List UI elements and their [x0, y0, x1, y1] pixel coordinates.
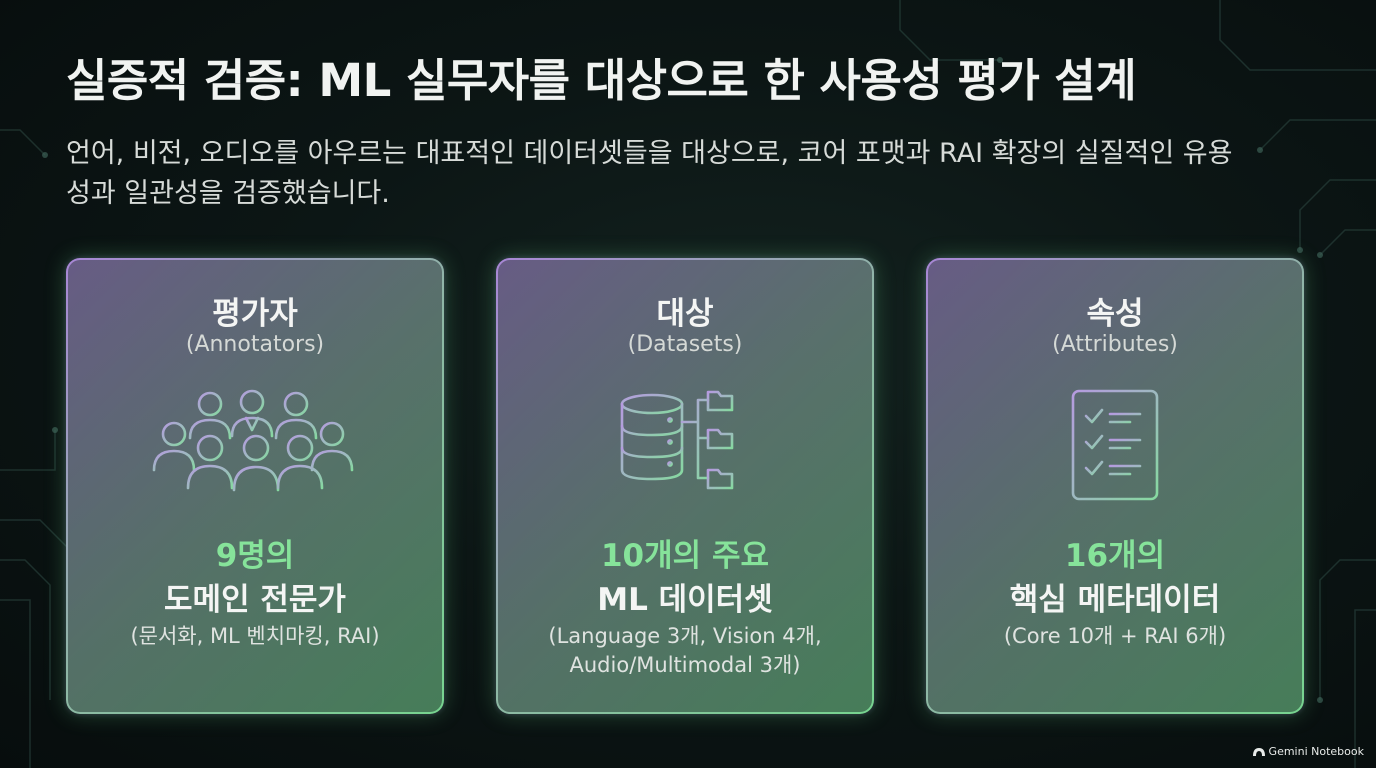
- card-subheading: (Annotators): [185, 332, 325, 357]
- card-highlight-count: 16개의: [1064, 538, 1166, 574]
- brand-watermark: Gemini Notebook: [1252, 745, 1364, 758]
- brand-label: Gemini Notebook: [1268, 745, 1364, 758]
- card-detail: (Core 10개 + RAI 6개): [1003, 624, 1227, 648]
- card-detail: (Language 3개, Vision 4개, Audio/Multimoda…: [548, 624, 822, 677]
- people-group-icon: [152, 389, 354, 492]
- page-subtitle: 언어, 비전, 오디오를 아우르는 대표적인 데이터셋들을 대상으로, 코어 포…: [66, 138, 1233, 209]
- database-folders-icon: [620, 390, 734, 490]
- card-main-label: ML 데이터셋: [597, 582, 773, 618]
- card-heading: 대상: [656, 296, 714, 332]
- card-subheading: (Datasets): [627, 332, 743, 357]
- card-detail: (문서화, ML 벤치마킹, RAI): [130, 624, 380, 648]
- card-highlight-count: 10개의 주요: [600, 538, 769, 574]
- card-attributes: 속성 (Attributes) 16개의 핵심 메타데이터 (Core 10개 …: [926, 258, 1304, 714]
- card-subheading: (Attributes): [1052, 332, 1178, 357]
- card-highlight-count: 9명의: [215, 538, 295, 574]
- card-heading: 평가자: [212, 296, 298, 332]
- card-heading: 속성: [1086, 296, 1144, 332]
- card-annotators: 평가자 (Annotators) 9명의 도메인 전문가 (문서화, ML 벤치…: [66, 258, 444, 714]
- notebook-logo-icon: [1252, 748, 1265, 756]
- card-main-label: 도메인 전문가: [164, 582, 346, 618]
- card-main-label: 핵심 메타데이터: [1009, 582, 1221, 618]
- card-datasets: 대상 (Datasets) 10개의 주요 ML 데이터셋 (Language …: [496, 258, 874, 714]
- checklist-icon: [1071, 389, 1159, 501]
- page-title: 실증적 검증: ML 실무자를 대상으로 한 사용성 평가 설계: [66, 54, 1137, 107]
